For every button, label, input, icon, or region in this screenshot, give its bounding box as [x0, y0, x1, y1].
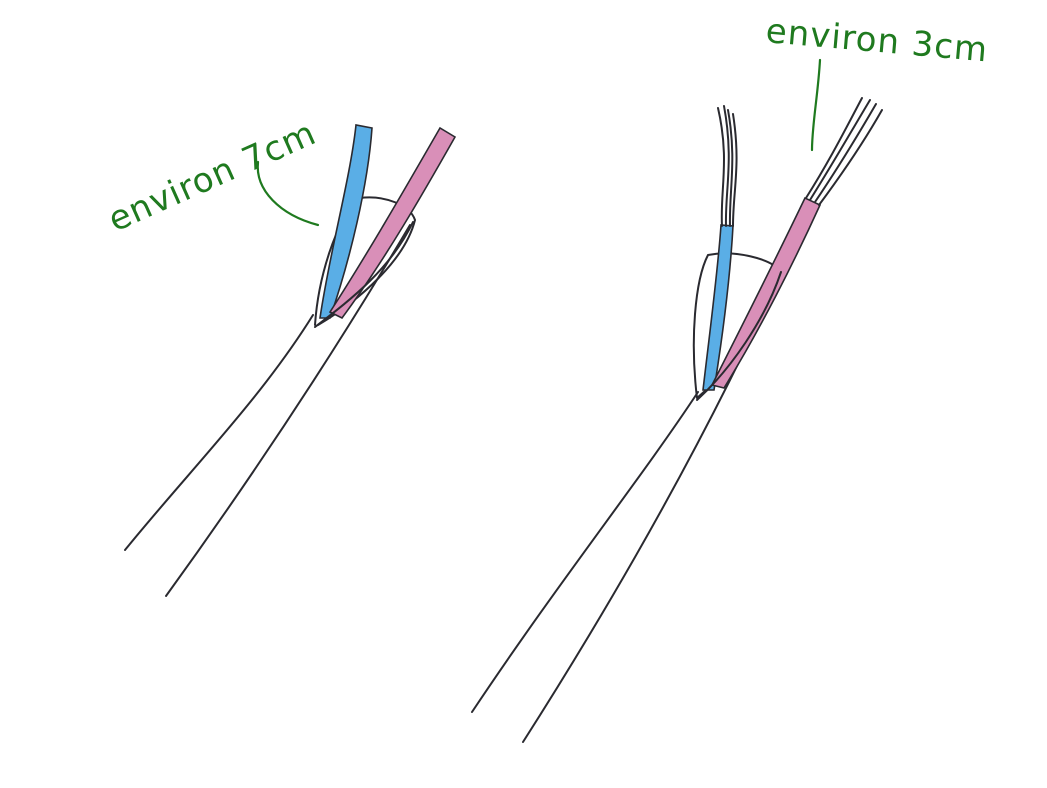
left-pink-wire	[328, 126, 457, 320]
right-leader-line	[810, 58, 822, 152]
right-cable-sheath-front-edge	[696, 271, 782, 401]
left-cable-sheath-outline-left	[124, 314, 314, 551]
left-blue-wire	[319, 124, 373, 319]
left-cable-sheath-front-edge	[314, 221, 414, 328]
right-cable	[471, 97, 883, 743]
left-length-label: environ 7cm	[102, 113, 322, 240]
left-annotation: environ 7cm	[102, 113, 322, 240]
right-length-label: environ 3cm	[764, 11, 990, 70]
left-cable-sheath-outline-right	[165, 224, 411, 597]
left-leader-line	[256, 160, 320, 227]
left-cable	[124, 124, 457, 597]
right-pink-wire-strands	[805, 97, 883, 206]
right-annotation: environ 3cm	[764, 11, 990, 152]
right-blue-wire-strands	[717, 105, 738, 227]
right-cable-sheath-outline-left	[471, 391, 699, 713]
